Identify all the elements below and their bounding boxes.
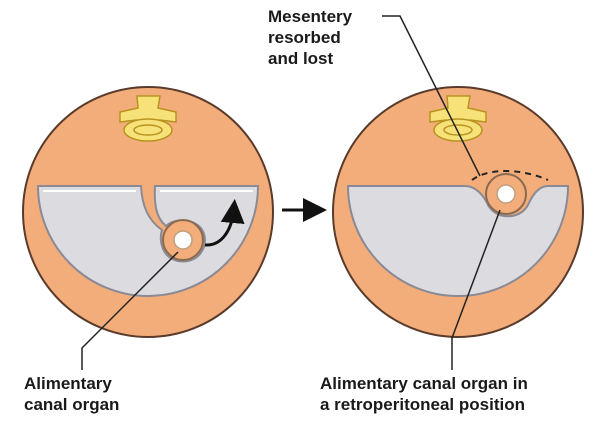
right-organ-lumen: [497, 185, 515, 203]
left-cross-section: [23, 87, 273, 337]
right-cross-section: [333, 87, 583, 337]
left-organ-lumen: [174, 231, 192, 249]
retroperitoneal-organ-label: Alimentary canal organ in a retroperiton…: [320, 373, 528, 415]
left-organ-label: Alimentary canal organ: [24, 373, 119, 415]
mesentery-label: Mesentery resorbed and lost: [268, 6, 352, 69]
